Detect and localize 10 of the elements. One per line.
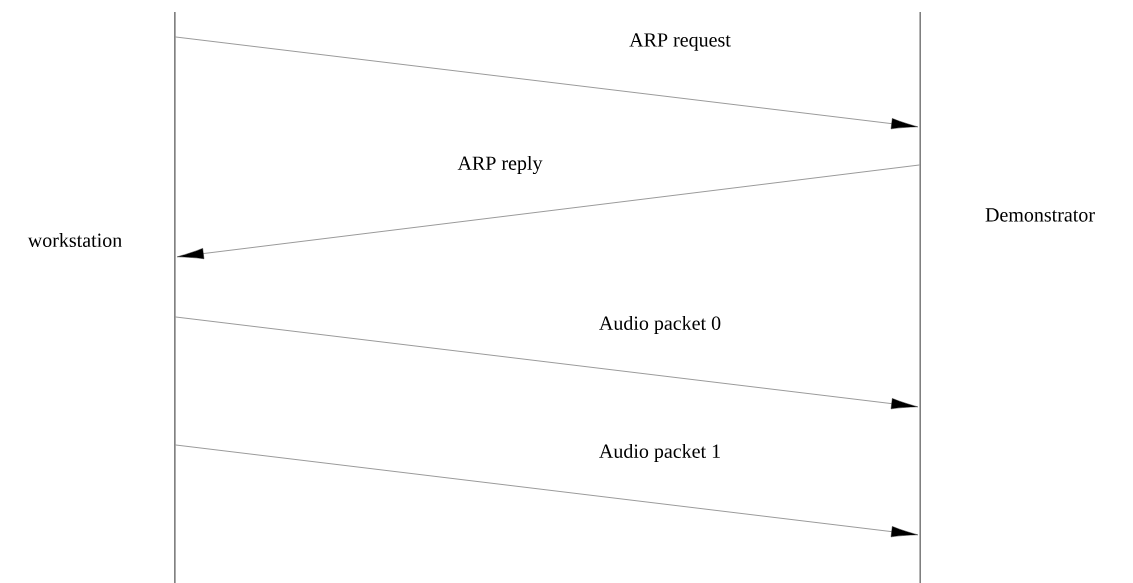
participant-label: workstation [27, 232, 122, 247]
edge-label: ARP reply [455, 153, 545, 177]
arrow [175, 316, 918, 410]
edge-label: Audio packet 0 [596, 313, 724, 337]
arrow [175, 36, 918, 130]
edge-label: ARP request [627, 31, 733, 53]
participant-label: Demonstrator [985, 208, 1095, 222]
arrow [177, 164, 920, 259]
edge-label: Audio packet 1 [596, 441, 724, 465]
arrow [175, 444, 918, 538]
